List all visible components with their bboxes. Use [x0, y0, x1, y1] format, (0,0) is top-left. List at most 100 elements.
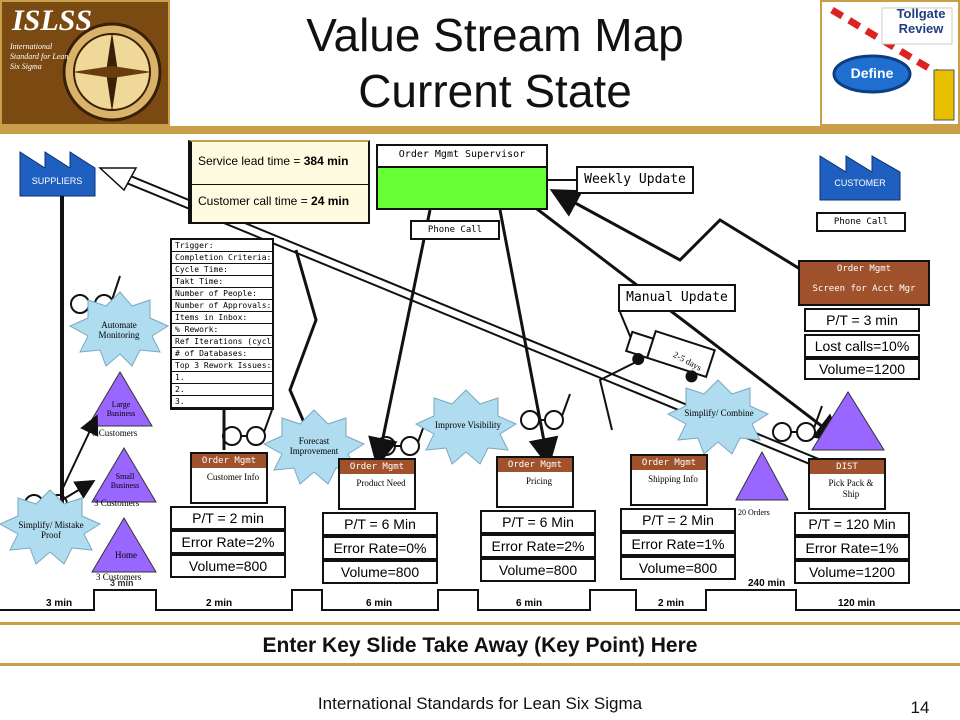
- customer-call-label: Customer call time =: [198, 194, 308, 208]
- compass-icon: [62, 22, 162, 122]
- timeline-process-time: 2 min: [206, 598, 233, 609]
- customer-label: CUSTOMER: [834, 178, 886, 188]
- process-err: Error Rate=1%: [794, 536, 910, 560]
- process-checklist: Trigger:Completion Criteria:Cycle Time:T…: [170, 238, 274, 410]
- acct-mgr-lost: Lost calls=10%: [804, 334, 920, 358]
- inventory-20-orders: 20 Orders: [738, 508, 770, 517]
- process-pt: P/T = 6 Min: [322, 512, 438, 536]
- service-lead-label: Service lead time =: [198, 154, 301, 168]
- kaizen-forecast: Forecast Improvement: [289, 436, 339, 456]
- suppliers-label: SUPPLIERS: [31, 176, 83, 186]
- segment-small-name: Small Business: [110, 472, 140, 490]
- segment-small-business-triangle: [91, 447, 157, 503]
- manual-info-flow: [549, 189, 819, 282]
- footer-text: International Standards for Lean Six Sig…: [317, 694, 643, 713]
- supervisor-box: [376, 166, 548, 210]
- tollgate-icon: [830, 6, 955, 121]
- segment-home-triangle: [91, 517, 157, 573]
- acct-mgr-process: Order Mgmt Screen for Acct Mgr: [798, 260, 930, 306]
- process-vol: Volume=800: [170, 554, 286, 578]
- tollgate-review-logo: Tollgate Review Define: [820, 0, 960, 126]
- segment-large-count: 6 Customers: [92, 428, 138, 438]
- customer-factory-icon: [819, 155, 901, 201]
- checklist-row: 2.: [172, 384, 272, 396]
- weekly-update-box: Weekly Update: [576, 166, 694, 194]
- segment-large-name: Large Business: [106, 400, 136, 418]
- timeline-process-time: 2 min: [658, 598, 685, 609]
- define-badge: Define: [850, 65, 894, 81]
- segment-large-business-triangle: [87, 371, 153, 427]
- kaizen-simplify-mistake: Simplify/ Mistake Proof: [18, 520, 84, 540]
- customer-phone-call: Phone Call: [816, 212, 906, 232]
- process-err: Error Rate=0%: [322, 536, 438, 560]
- process-name: Shipping Info: [648, 474, 698, 484]
- kaizen-visibility: Improve Visibility: [434, 420, 502, 430]
- process-err: Error Rate=2%: [480, 534, 596, 558]
- timeline-home-time: 3 min: [110, 578, 134, 588]
- checklist-row: Number of People:: [172, 288, 272, 300]
- process-pt: P/T = 120 Min: [794, 512, 910, 536]
- page-title: Value Stream Map: [306, 9, 684, 61]
- timeline-process-time: 120 min: [838, 598, 876, 609]
- acct-mgr-pt: P/T = 3 min: [804, 308, 920, 332]
- checklist-row: # of Databases:: [172, 348, 272, 360]
- logo-subtitle: International Standard for Lean Six Sigm…: [10, 42, 69, 71]
- checklist-row: Number of Approvals:: [172, 300, 272, 312]
- process-name: Pick Pack & Ship: [828, 478, 874, 499]
- takeaway-bar: [0, 622, 960, 666]
- process-name: Product Need: [356, 478, 406, 488]
- process-err: Error Rate=1%: [620, 532, 736, 556]
- suppliers-factory-icon: [19, 151, 96, 197]
- kaizen-bursts: [0, 291, 770, 565]
- logo-brand: ISLSS: [12, 4, 93, 37]
- timeline-process-time: 3 min: [46, 598, 73, 609]
- segment-small-count: 3 Customers: [94, 498, 140, 508]
- segment-home-name: Home: [115, 550, 137, 560]
- checklist-row: Ref Iterations (cycles):: [172, 336, 272, 348]
- process-header: DIST: [810, 460, 884, 474]
- process-name: Customer Info: [206, 472, 260, 482]
- checklist-row: % Rework:: [172, 324, 272, 336]
- process-vol: Volume=800: [322, 560, 438, 584]
- acct-mgr-name: Screen for Acct Mgr: [812, 284, 916, 294]
- islss-logo: ISLSS International Standard for Lean Si…: [0, 0, 170, 126]
- process-pt: P/T = 6 Min: [480, 510, 596, 534]
- process-header: Order Mgmt: [340, 460, 414, 474]
- timeline-process-time: 6 min: [366, 598, 393, 609]
- service-time-box: Service lead time = 384 min Customer cal…: [188, 140, 370, 224]
- process-name: Pricing: [526, 476, 552, 486]
- supervisor-phone-call: Phone Call: [410, 220, 500, 240]
- checklist-row: Top 3 Rework Issues:: [172, 360, 272, 372]
- manual-update-box: Manual Update: [618, 284, 736, 312]
- process-err: Error Rate=2%: [170, 530, 286, 554]
- service-lead-value: 384 min: [303, 154, 349, 168]
- customer-call-value: 24 min: [311, 194, 350, 208]
- acct-mgr-volume: Volume=1200: [804, 358, 920, 380]
- key-takeaway: Enter Key Slide Take Away (Key Point) He…: [262, 634, 698, 657]
- process-vol: Volume=800: [620, 556, 736, 580]
- truck-icon: [624, 329, 716, 383]
- acct-mgr-header: Order Mgmt: [836, 264, 892, 274]
- process-box: DIST Pick Pack & Ship: [808, 458, 886, 510]
- kaizen-simplify-combine: Simplify/ Combine: [684, 408, 754, 418]
- supervisor-label: Order Mgmt Supervisor: [376, 144, 548, 166]
- timeline-wait-time: 240 min: [748, 578, 786, 589]
- process-header: Order Mgmt: [498, 458, 572, 472]
- segment-home-count: 3 Customers: [96, 572, 142, 582]
- inventory-triangle: [735, 450, 789, 501]
- process-pt: P/T = 2 Min: [620, 508, 736, 532]
- dist-triangle: [811, 391, 885, 451]
- timeline-process-time: 6 min: [516, 598, 543, 609]
- process-vol: Volume=1200: [794, 560, 910, 584]
- tollgate-title: Tollgate Review: [896, 6, 946, 36]
- process-header: Order Mgmt: [192, 454, 266, 468]
- checklist-row: Cycle Time:: [172, 264, 272, 276]
- checklist-row: Items in Inbox:: [172, 312, 272, 324]
- timeline-ladder: [0, 589, 960, 611]
- page-number: 14: [910, 698, 930, 717]
- process-pt: P/T = 2 min: [170, 506, 286, 530]
